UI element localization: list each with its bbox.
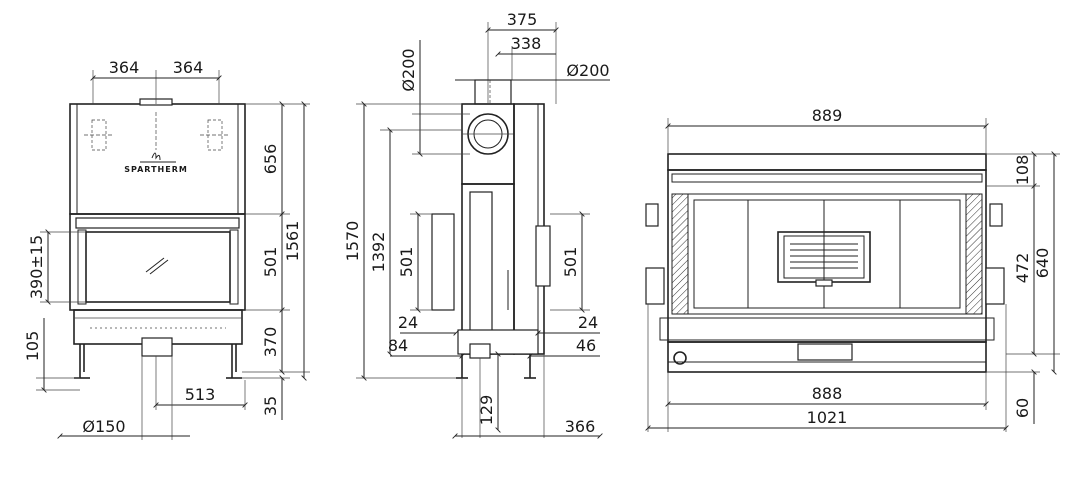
dim-105: 105 [23,331,42,362]
dim-35: 35 [261,396,280,416]
dim-1561: 1561 [283,221,302,262]
dim-375: 375 [507,10,538,29]
spartherm-logo: SPARTHERM [124,152,188,174]
dim-108: 108 [1013,155,1032,186]
dim-366: 366 [565,417,596,436]
flue-marker-right [200,119,230,151]
dim-656: 656 [261,144,280,175]
dim-338: 338 [511,34,542,53]
top-base [667,341,987,373]
top-view: 889 888 1021 108 472 640 60 [645,106,1060,432]
dim-1021: 1021 [807,408,848,427]
side-door-right [535,225,551,287]
dim-1570: 1570 [343,221,362,262]
dim-dia150: Ø150 [82,417,125,436]
dim-dia200-v: Ø200 [399,48,418,91]
dim-370: 370 [261,327,280,358]
dim-24-left: 24 [398,313,418,332]
side-door-left [431,213,455,311]
top-front-frame [667,153,987,171]
top-insulation-left [671,193,689,315]
side-view: 375 338 Ø200 Ø200 1570 1392 501 24 84 50… [343,10,610,439]
side-flue-top [474,79,512,105]
dim-640: 640 [1033,248,1052,279]
dim-24-right: 24 [578,313,598,332]
top-insulation-right [965,193,983,315]
dim-501-side-left: 501 [397,247,416,278]
dim-60: 60 [1013,398,1032,418]
top-grate [777,231,871,287]
flue-marker-left [84,119,114,151]
front-air-inlet [141,337,173,357]
dim-129: 129 [477,395,496,426]
dim-390: 390±15 [27,235,46,299]
dim-513: 513 [185,385,216,404]
dim-364-right: 364 [173,58,204,77]
dim-888: 888 [812,384,843,403]
brand-label: SPARTHERM [124,165,188,174]
front-glass [85,231,231,303]
front-hood [69,103,246,215]
dim-889: 889 [812,106,843,125]
dim-501-front: 501 [261,247,280,278]
dim-46: 46 [576,336,596,355]
dim-1392: 1392 [369,232,388,273]
front-view: SPARTHERM 364 364 [23,58,310,440]
dim-501-side-right: 501 [561,247,580,278]
dim-84: 84 [388,336,408,355]
dim-dia200-h: Ø200 [566,61,609,80]
dim-472: 472 [1013,253,1032,284]
dim-364-left: 364 [109,58,140,77]
